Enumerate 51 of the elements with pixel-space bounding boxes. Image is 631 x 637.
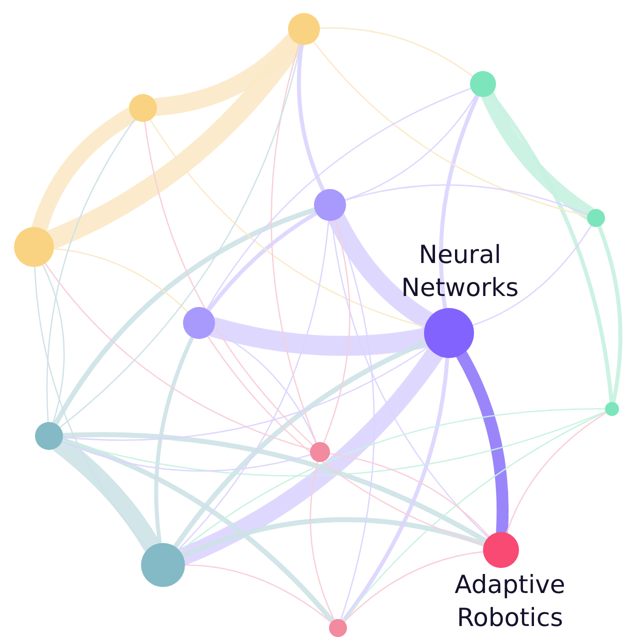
connection-line bbox=[178, 220, 330, 550]
connection-line bbox=[144, 121, 314, 446]
node-circle bbox=[329, 619, 347, 637]
connection-line bbox=[53, 248, 188, 312]
node-circle bbox=[470, 71, 496, 97]
connection-line bbox=[319, 27, 474, 77]
connection-line bbox=[207, 336, 484, 546]
connection-line bbox=[62, 346, 429, 441]
node-circle bbox=[288, 13, 320, 45]
node-label: Adaptive Robotics bbox=[454, 569, 566, 634]
connection-line bbox=[53, 207, 318, 426]
connection-line bbox=[60, 432, 488, 544]
node-circle bbox=[35, 422, 63, 450]
node-circle bbox=[587, 209, 605, 227]
connection-line bbox=[438, 94, 480, 310]
connection-line bbox=[344, 184, 588, 216]
connection-line bbox=[342, 356, 450, 623]
connection-line bbox=[46, 118, 136, 423]
connection-line bbox=[180, 517, 486, 558]
node-circle bbox=[129, 94, 157, 122]
connection-line bbox=[59, 44, 302, 428]
connection-line bbox=[335, 219, 375, 620]
connection-line bbox=[506, 412, 607, 534]
connection-line bbox=[313, 41, 588, 217]
node-circle bbox=[183, 307, 215, 339]
node-circle bbox=[141, 543, 185, 587]
node-label: Neural Networks bbox=[400, 239, 520, 304]
connection-line bbox=[344, 94, 477, 201]
connection-line bbox=[329, 452, 490, 538]
connection-line bbox=[310, 461, 335, 621]
node-circle bbox=[314, 189, 346, 221]
connection-line bbox=[61, 440, 312, 472]
connection-line bbox=[154, 336, 194, 546]
connection-line bbox=[472, 224, 592, 326]
connection-line bbox=[62, 411, 606, 476]
connection-line bbox=[206, 88, 472, 310]
node-circle bbox=[14, 227, 54, 267]
connection-line bbox=[323, 220, 350, 444]
connection-line bbox=[179, 408, 606, 552]
connection-line bbox=[342, 411, 606, 622]
node-circle bbox=[605, 402, 619, 416]
connection-line bbox=[270, 44, 317, 444]
connection-line bbox=[344, 551, 484, 622]
connection-line bbox=[44, 262, 312, 450]
connection-line bbox=[184, 564, 332, 623]
connection-line bbox=[206, 211, 318, 312]
connection-line bbox=[296, 42, 326, 192]
node-circle bbox=[310, 442, 330, 462]
connection-line bbox=[597, 224, 622, 404]
connection-line bbox=[42, 264, 65, 424]
connection-line bbox=[150, 119, 426, 328]
